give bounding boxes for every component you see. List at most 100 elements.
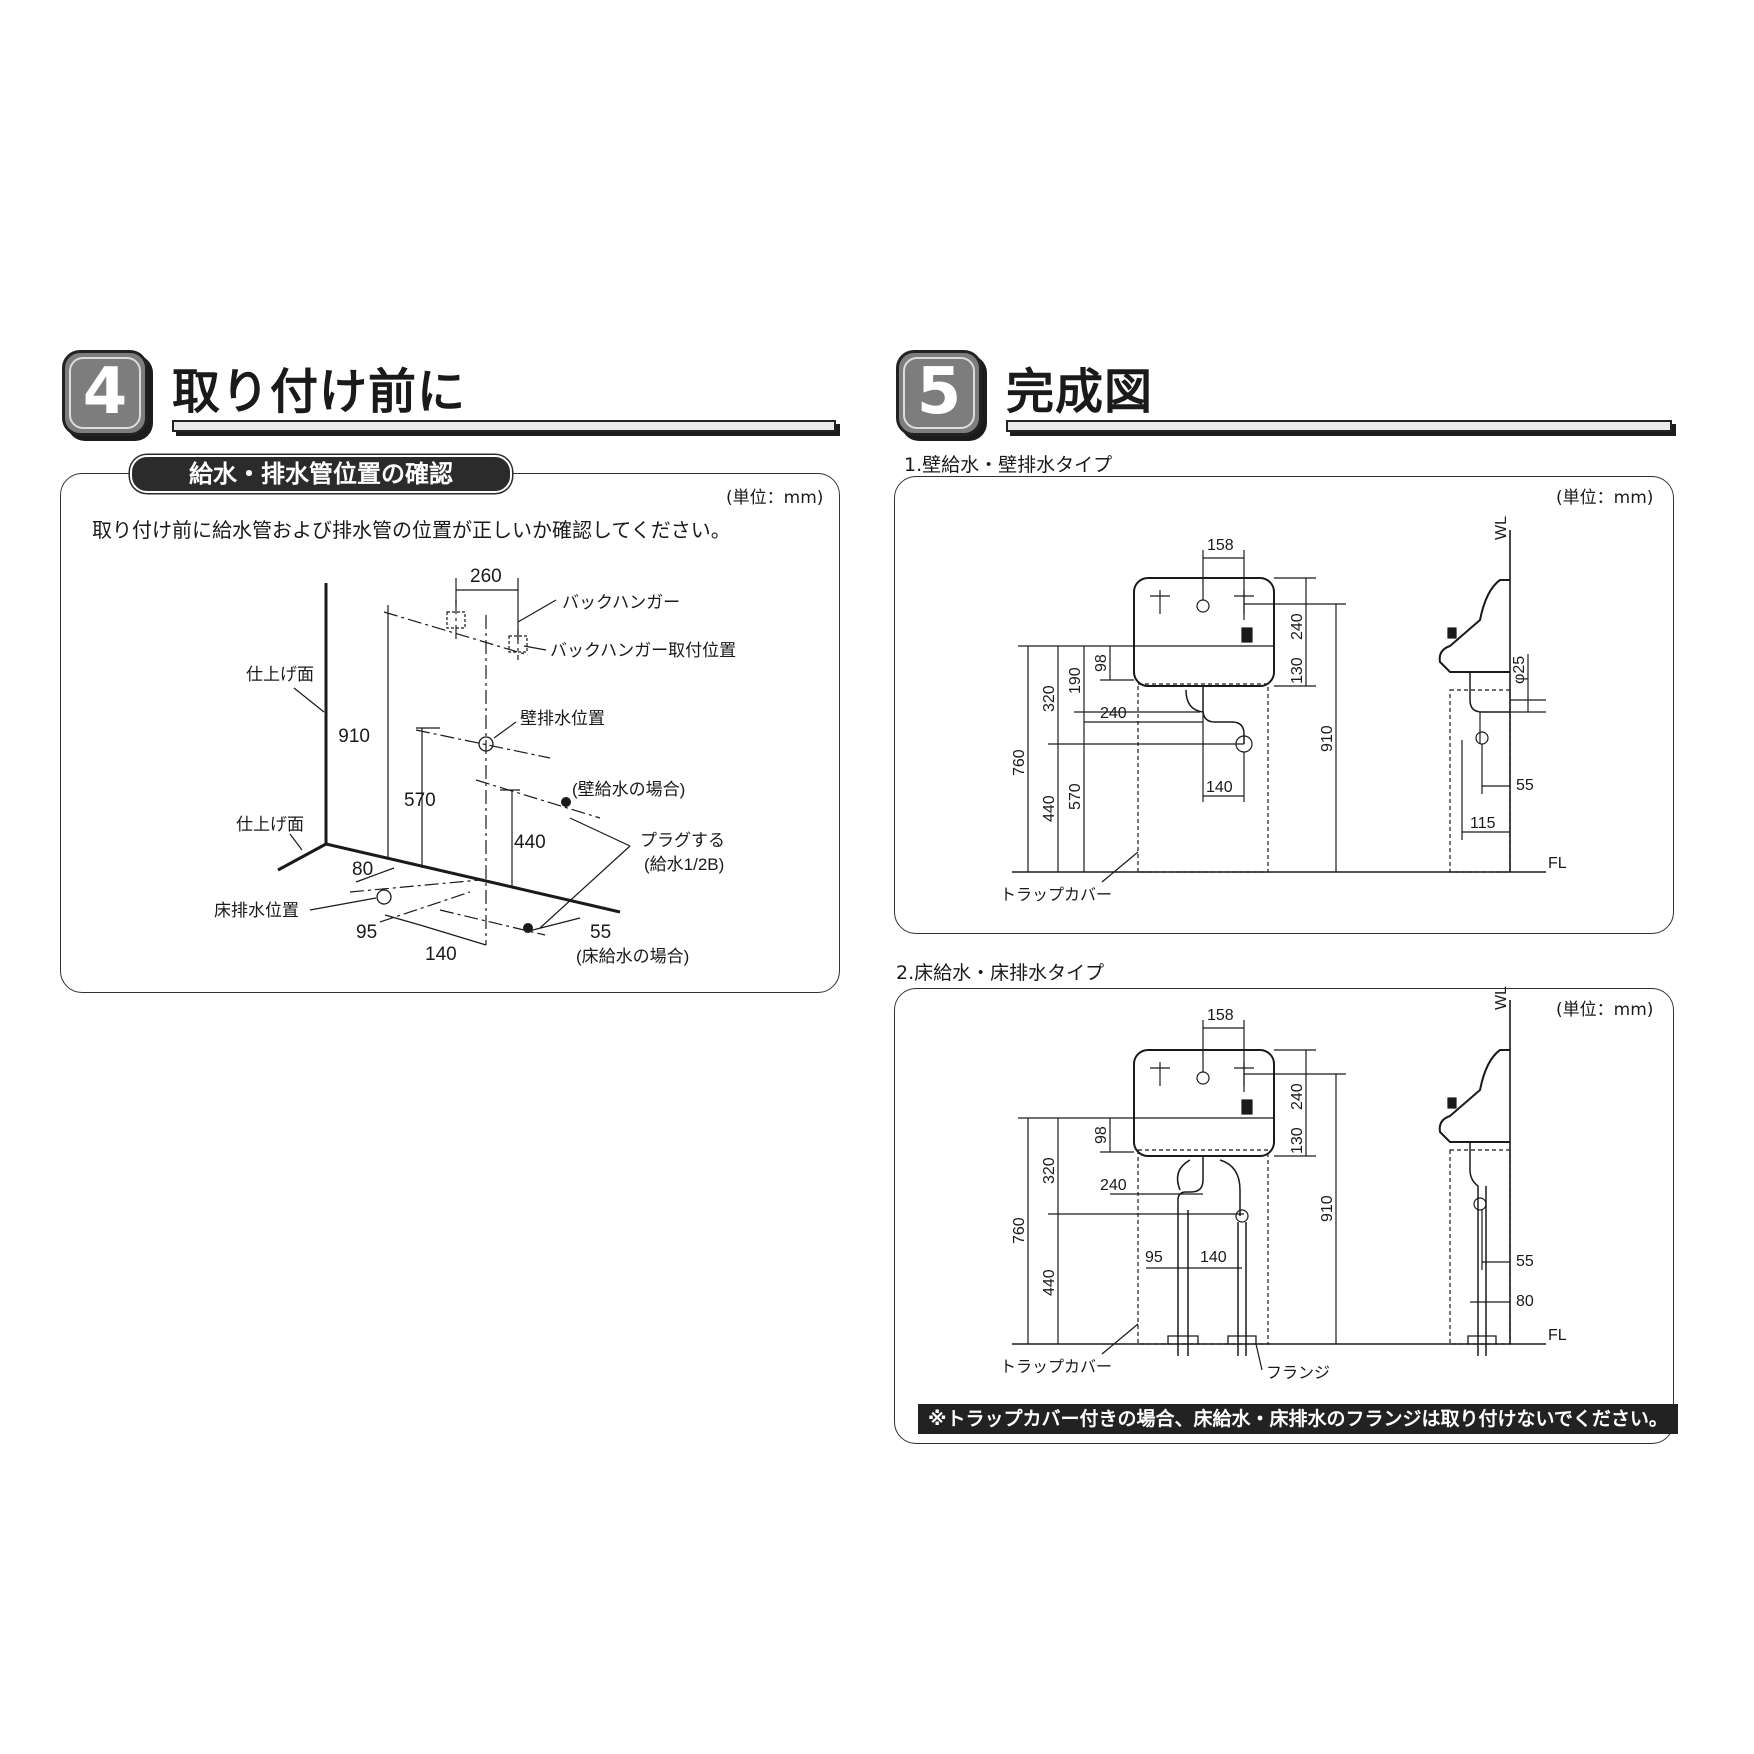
section-4-unit: (単位：mm)	[726, 488, 824, 508]
t1-dim-760: 760	[1011, 749, 1028, 776]
floor-supply-pipe	[1219, 1159, 1241, 1216]
plug-leader-1	[569, 817, 631, 847]
t1-label-fl: FL	[1548, 855, 1567, 872]
side-trap-cover-2	[1449, 1149, 1511, 1345]
floor-drain-line	[349, 879, 481, 893]
wall-drain-marker	[478, 736, 494, 752]
floor-supply-line	[439, 909, 546, 936]
t2-dim-240v: 240	[1289, 1083, 1306, 1110]
t2-dim-80: 80	[1516, 1293, 1534, 1310]
t1-dim-130: 130	[1289, 657, 1306, 684]
type-2-subtitle: 2.床給水・床排水タイプ	[896, 962, 1105, 984]
hanger-pos-leader	[523, 645, 547, 651]
dim-80-line	[355, 867, 395, 883]
type-2-unit: (単位：mm)	[1556, 1000, 1654, 1020]
t2-dim-440: 440	[1041, 1269, 1058, 1296]
t2-label-fl: FL	[1548, 1327, 1567, 1344]
t2-dim-240h: 240	[1100, 1177, 1127, 1194]
dim-140-line	[419, 924, 487, 946]
side-floor-pipe	[1469, 1142, 1479, 1356]
floor-left-line	[277, 842, 327, 872]
basin-front-1	[1133, 577, 1275, 687]
flange-left	[1167, 1335, 1199, 1344]
dim-95-line	[384, 914, 421, 926]
t2-dim-320: 320	[1041, 1157, 1058, 1184]
wall-supply-dot	[561, 797, 571, 807]
label-finish-wall: 仕上げ面	[246, 665, 314, 684]
dim-570: 570	[404, 790, 436, 811]
section-4-title: 取り付け前に	[172, 364, 467, 420]
basin-side-2	[1438, 1049, 1510, 1143]
wall-drain-center	[415, 729, 551, 759]
label-wall-supply: (壁給水の場合)	[572, 780, 685, 799]
back-hanger-right-icon	[508, 635, 528, 653]
floor-drain-pipe	[1177, 1156, 1204, 1356]
label-floor-drain: 床排水位置	[214, 901, 299, 920]
floor-edge-line	[325, 842, 621, 914]
floor-diag-line	[379, 891, 471, 923]
t2-dim-55: 55	[1516, 1253, 1534, 1270]
t2-flange-leader	[1255, 1343, 1263, 1371]
supply-drain-check-pill: 給水・排水管位置の確認	[130, 455, 512, 493]
dim-440: 440	[514, 832, 546, 853]
t1-dim-240v: 240	[1289, 613, 1306, 640]
t1-dim-240h: 240	[1100, 705, 1127, 722]
t1-dim-140: 140	[1206, 779, 1233, 796]
dim-910: 910	[338, 726, 370, 747]
faucet-icon-2	[1241, 1099, 1253, 1115]
basin-side-1	[1438, 579, 1510, 673]
dim-55-line	[524, 917, 581, 933]
t1-dim-115: 115	[1470, 815, 1496, 832]
floor-drain-leader	[309, 897, 377, 911]
dim-140: 140	[425, 944, 457, 965]
drain-icon-2	[1196, 1071, 1210, 1085]
section-4-panel	[60, 473, 840, 993]
t2-label-trap-cover: トラップカバー	[1000, 1358, 1112, 1376]
t1-dim-910: 910	[1319, 725, 1336, 752]
t2-dim-95: 95	[1145, 1249, 1163, 1266]
label-back-hanger-pos: バックハンガー取付位置	[550, 641, 736, 660]
trap-cover-outline-2	[1137, 1149, 1269, 1345]
type-1-subtitle: 1.壁給水・壁排水タイプ	[904, 454, 1113, 476]
t2-dim-158: 158	[1207, 1007, 1234, 1024]
dim-80: 80	[352, 859, 373, 880]
t1-dim-98: 98	[1093, 654, 1110, 672]
section-4-title-rule	[172, 420, 836, 432]
trap-pipe-1	[1202, 686, 1245, 744]
label-plug-sub: (給水1/2B)	[644, 855, 724, 874]
plug-leader-2	[539, 845, 631, 929]
label-wall-drain: 壁排水位置	[520, 709, 605, 728]
flange-warning-note: ※トラップカバー付きの場合、床給水・床排水のフランジは取り付けないでください。	[918, 1404, 1678, 1434]
t1-dim-190: 190	[1067, 667, 1084, 694]
t1-label-wl: WL	[1493, 516, 1510, 540]
type-1-unit: (単位：mm)	[1556, 488, 1654, 508]
t2-dim-98: 98	[1093, 1126, 1110, 1144]
t1-label-trap-cover: トラップカバー	[1000, 886, 1112, 904]
basin-front-2	[1133, 1049, 1275, 1157]
t1-dim-570: 570	[1067, 783, 1084, 810]
t2-label-wl: WL	[1493, 986, 1510, 1010]
faucet-icon-1	[1241, 627, 1253, 643]
trap-cover-leader-1	[1101, 851, 1139, 883]
back-hanger-leader	[517, 599, 557, 623]
t1-dim-158: 158	[1207, 537, 1234, 554]
floor-drain-marker	[376, 889, 392, 905]
section-4-instruction: 取り付け前に給水管および排水管の位置が正しいか確認してください。	[92, 518, 731, 542]
step-4-badge: 4	[62, 350, 148, 436]
label-finish-floor: 仕上げ面	[236, 815, 304, 834]
label-back-hanger: バックハンガー	[562, 593, 680, 612]
t2-label-flange: フランジ	[1266, 1365, 1330, 1382]
wall-drain-leader	[493, 721, 517, 739]
floor-supply-dot	[523, 923, 533, 933]
trap-cover-outline	[1137, 683, 1269, 873]
t2-dim-140: 140	[1200, 1249, 1227, 1266]
dim-55: 55	[590, 922, 611, 943]
step-5-badge: 5	[896, 350, 982, 436]
t2-dim-760: 760	[1011, 1217, 1028, 1244]
label-floor-supply: (床給水の場合)	[576, 947, 689, 966]
flange-right	[1227, 1335, 1257, 1344]
finish-wall-leader	[293, 687, 325, 713]
